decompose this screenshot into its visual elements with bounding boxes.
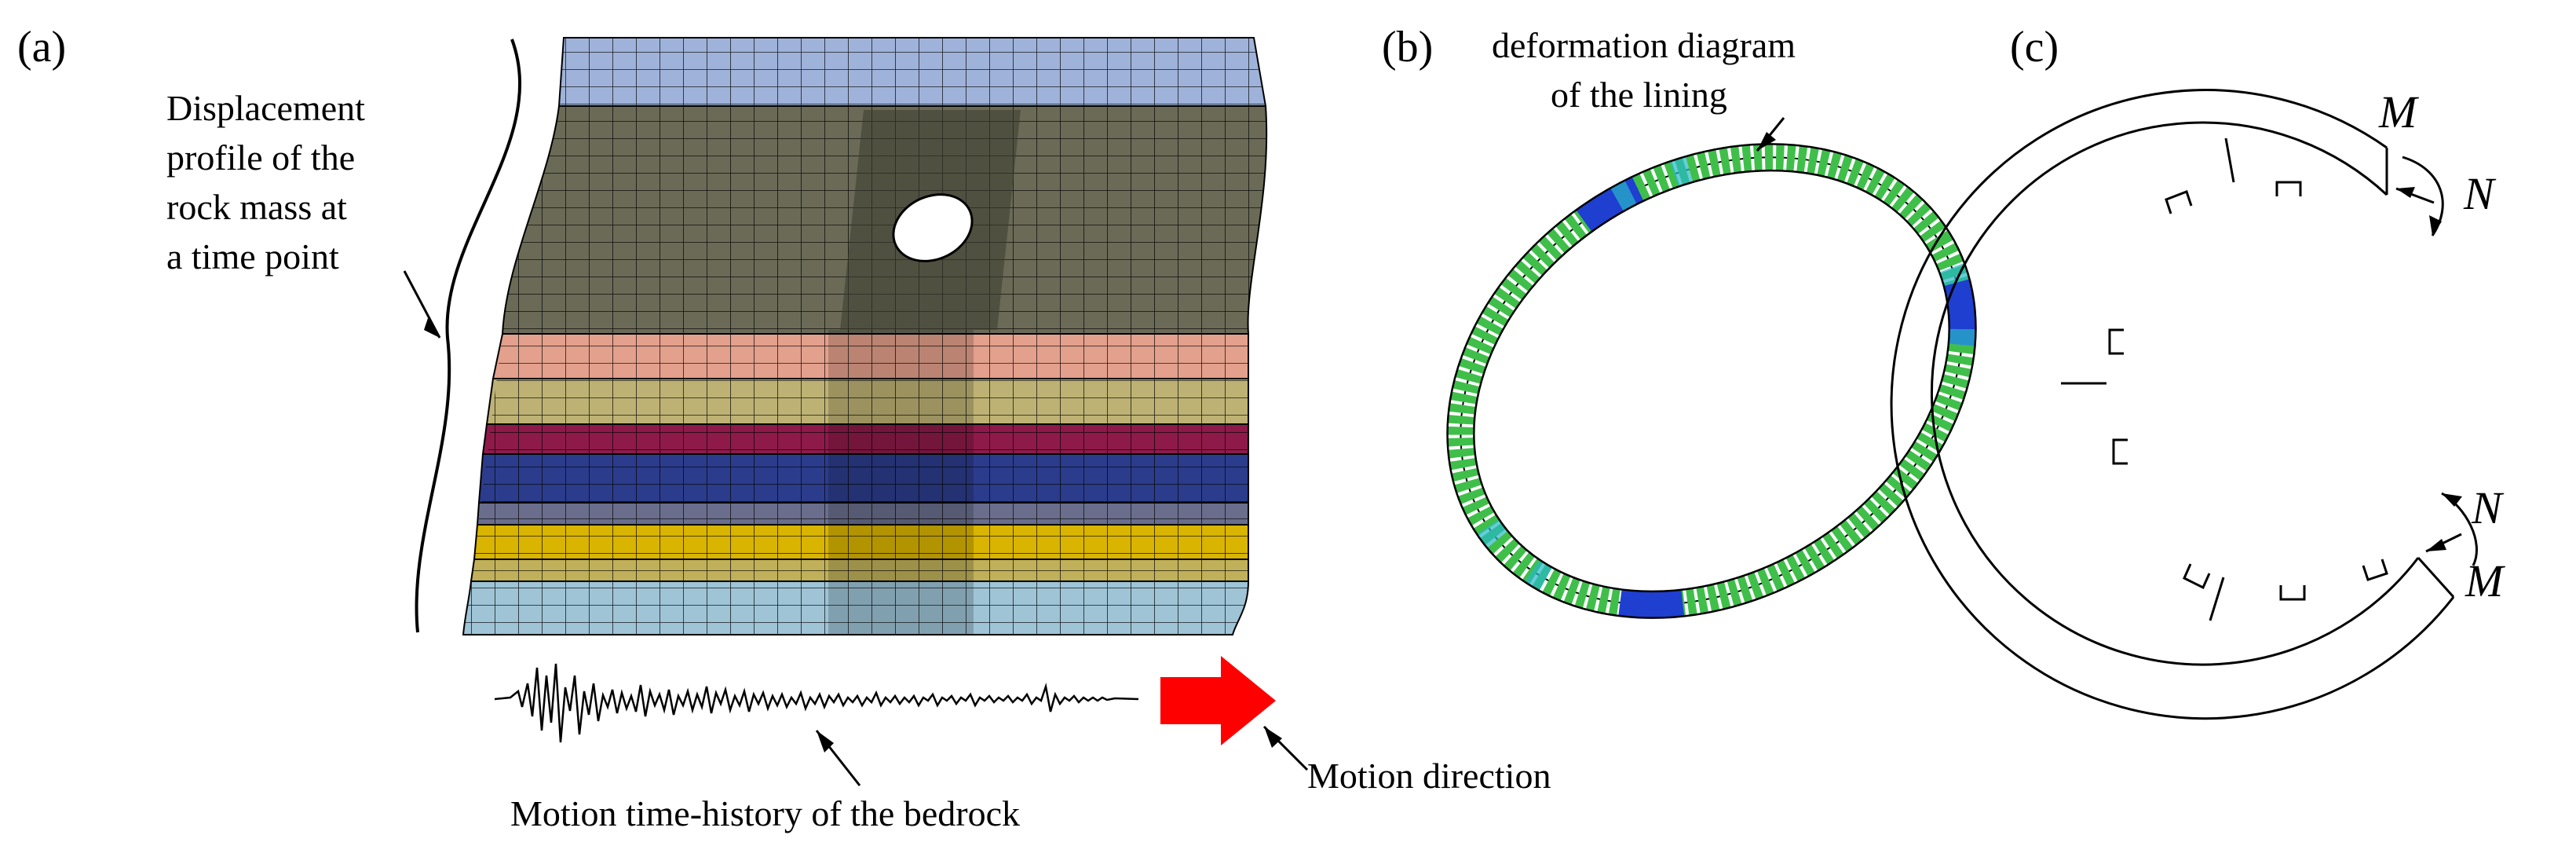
- top-moment-arrowhead: [2429, 215, 2442, 236]
- bolt-pocket-6: [2279, 585, 2306, 601]
- top-axial-arrowhead: [2396, 187, 2415, 198]
- bottom-axial-arrowhead: [2426, 539, 2446, 551]
- displacement-leader-arrow: [403, 270, 441, 339]
- bottom-moment-arrowhead: [2442, 493, 2462, 507]
- bolt-pocket-1: [2275, 181, 2302, 196]
- motion-history-label: Motion time-history of the bedrock: [510, 793, 1020, 833]
- bolt-pocket-5: [2183, 563, 2211, 590]
- bolt-pocket-7: [2362, 559, 2388, 581]
- bedrock-time-history-trace: [494, 663, 1139, 743]
- panel-label-a: (a): [17, 23, 67, 71]
- bolt-pocket-2: [2165, 190, 2193, 214]
- motion-direction-arrowhead: [1264, 727, 1282, 748]
- displacement-profile-label-line3: rock mass at: [166, 187, 347, 227]
- bottom-moment-arrow: [2441, 492, 2478, 566]
- bottom-moment-label: M: [2465, 555, 2504, 606]
- rock-mass-mesh: [462, 37, 1268, 635]
- deformation-label-line2: of the lining: [1551, 75, 1727, 115]
- displacement-profile-label-line2: profile of the: [166, 137, 356, 178]
- displacement-profile-label-line1: Displacement: [166, 88, 365, 128]
- bottom-axial-label: N: [2472, 482, 2502, 533]
- panel-label-b: (b): [1382, 23, 1434, 71]
- bolt-pocket-3: [2108, 328, 2124, 355]
- top-moment-label: M: [2379, 86, 2417, 137]
- lining-segment-diagram: [1890, 89, 2455, 720]
- tunnel-opening: [892, 193, 974, 262]
- segment-joint-top: [2224, 137, 2235, 183]
- deformation-label-line1: deformation diagram: [1492, 25, 1796, 65]
- lining-deformation-ring: [1446, 143, 1977, 619]
- displacement-profile-label-line4: a time point: [166, 236, 339, 277]
- deformation-arrowhead: [1757, 132, 1776, 151]
- panel-label-c: (c): [2010, 23, 2059, 71]
- time-history-arrowhead: [817, 731, 834, 753]
- segment-joint-bottom: [2209, 577, 2225, 621]
- displacement-profile-line: [415, 38, 522, 633]
- motion-direction-label: Motion direction: [1307, 756, 1551, 796]
- lining-outer-arc: [1890, 89, 2455, 720]
- lining-inner-arc: [1930, 121, 2420, 666]
- top-axial-label: N: [2464, 168, 2494, 219]
- motion-direction-arrow[interactable]: [1160, 656, 1276, 745]
- displacement-arrowhead: [424, 318, 440, 338]
- lining-end-cap-bottom: [2417, 556, 2455, 599]
- mesh-grid: [463, 38, 1267, 635]
- bolt-pocket-4: [2112, 438, 2128, 465]
